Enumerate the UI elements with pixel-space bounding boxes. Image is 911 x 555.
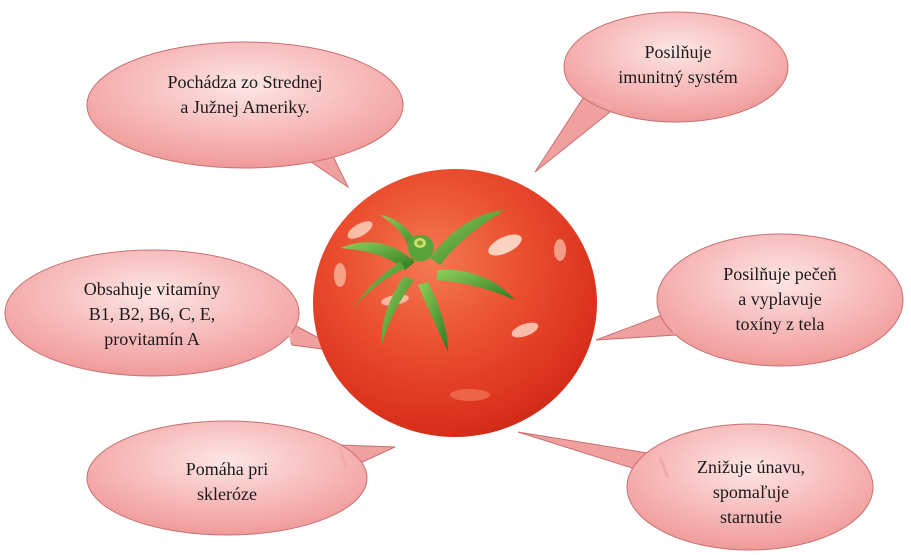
- bubble-text-sclerosis: Pomáha pri skleróze: [157, 457, 297, 507]
- bubble-line: Pomáha pri: [157, 457, 297, 482]
- bubble-line: toxíny z tela: [700, 312, 860, 337]
- bubble-line: Znižuje únavu,: [676, 455, 826, 480]
- bubble-text-origin: Pochádza zo Strednej a Južnej Ameriky.: [145, 70, 345, 120]
- bubble-line: imunitný systém: [600, 65, 756, 90]
- bubble-text-immunity: Posilňuje imunitný systém: [600, 40, 756, 90]
- tomato-icon: [313, 169, 597, 437]
- bubble-line: skleróze: [157, 482, 297, 507]
- bubble-text-fatigue: Znižuje únavu, spomaľuje starnutie: [676, 455, 826, 530]
- bubble-line: Posilňuje pečeň: [700, 262, 860, 287]
- bubble-line: spomaľuje: [676, 480, 826, 505]
- bubble-line: Posilňuje: [600, 40, 756, 65]
- bubble-line: provitamín A: [62, 327, 242, 352]
- bubble-line: Obsahuje vitamíny: [62, 277, 242, 302]
- bubble-line: Pochádza zo Strednej: [145, 70, 345, 95]
- bubble-line: a vyplavuje: [700, 287, 860, 312]
- speech-bubble-immunity: [535, 12, 788, 172]
- bubble-line: B1, B2, B6, C, E,: [62, 302, 242, 327]
- bubble-line: a Južnej Ameriky.: [145, 95, 345, 120]
- bubble-text-liver: Posilňuje pečeň a vyplavuje toxíny z tel…: [700, 262, 860, 337]
- bubble-text-vitamins: Obsahuje vitamíny B1, B2, B6, C, E, prov…: [62, 277, 242, 352]
- bubble-line: starnutie: [676, 505, 826, 530]
